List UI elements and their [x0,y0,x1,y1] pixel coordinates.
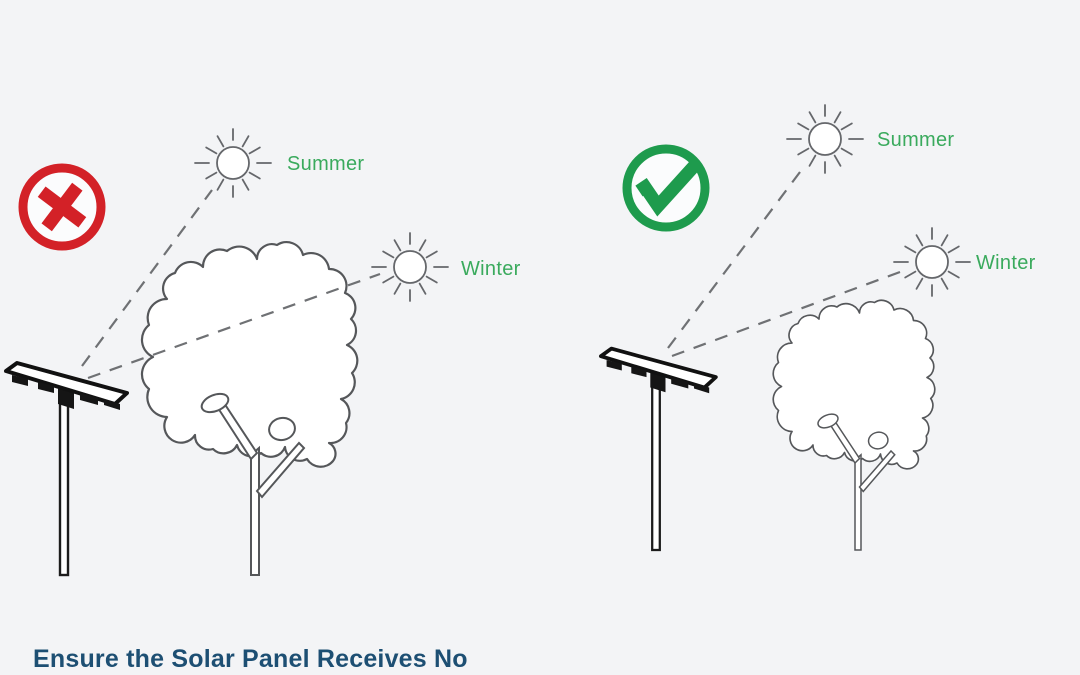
check-circle-icon [627,149,705,227]
summer-label: Summer [287,153,364,175]
scene-correct: Summer Winter [599,104,1036,552]
tree-clear [772,299,936,551]
winter-sun-icon [893,227,971,297]
winter-ray-dashed-line [671,270,901,358]
winter-label: Winter [461,258,521,280]
winter-label: Winter [976,252,1036,274]
summer-label: Summer [877,129,954,151]
summer-sun-icon [194,128,272,198]
scene-incorrect: Summer Winter [4,128,521,577]
caption-text: Ensure the Solar Panel Receives No [33,645,468,673]
summer-sun-icon [786,104,864,174]
tree-blocking [140,240,359,577]
winter-sun-icon [371,232,449,302]
cross-circle-icon [23,168,101,246]
winter-ray-dashed-line [87,272,381,380]
summer-ray-dashed-line [667,167,804,349]
solar-street-light [599,346,718,552]
solar-street-light [4,361,129,577]
